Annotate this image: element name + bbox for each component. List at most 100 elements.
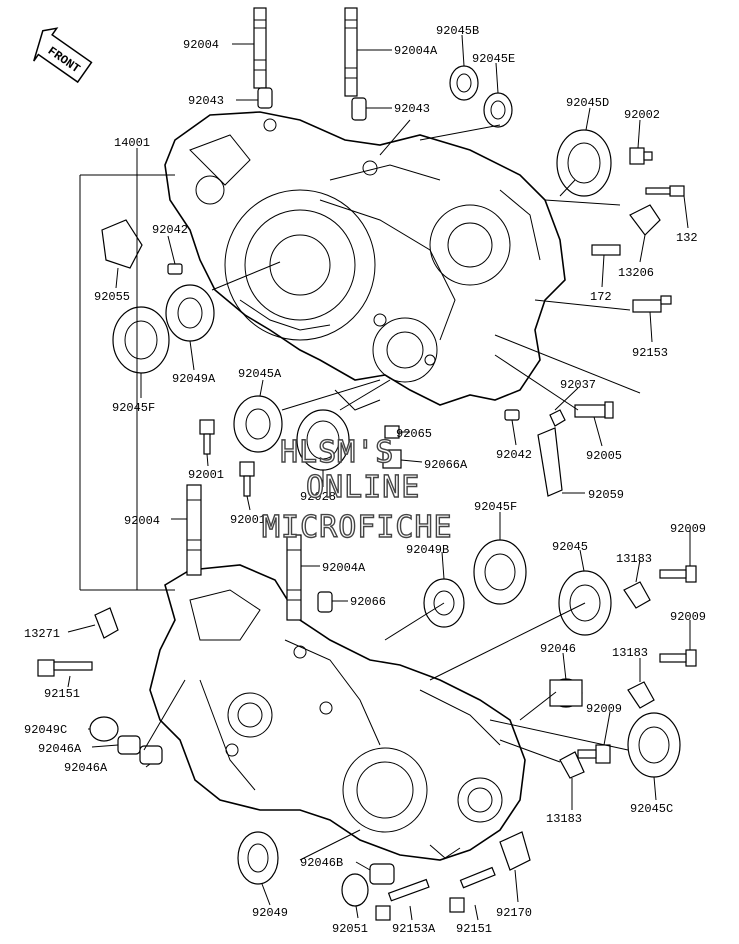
label-92066a: 92066A xyxy=(424,458,468,472)
label-92045e: 92045E xyxy=(472,52,515,66)
bracket-13206 xyxy=(629,204,661,236)
label-13206: 13206 xyxy=(618,266,654,280)
label-92046b: 92046B xyxy=(300,856,343,870)
label-92153a: 92153A xyxy=(392,922,436,936)
lower-crankcase-half xyxy=(149,564,526,861)
bolt-92009-c xyxy=(577,744,611,764)
label-92005: 92005 xyxy=(586,449,622,463)
dowel-92066 xyxy=(317,591,333,613)
label-14001: 14001 xyxy=(114,136,150,150)
bearing-92045c xyxy=(627,712,681,778)
clip-92037 xyxy=(549,409,566,427)
label-92153: 92153 xyxy=(632,346,668,360)
label-92001-a: 92001 xyxy=(188,468,224,482)
label-92049a: 92049A xyxy=(172,372,216,386)
stud-92004-top xyxy=(253,7,267,89)
label-92009-a: 92009 xyxy=(670,522,706,536)
watermark-line-1: HLSM'S xyxy=(280,435,394,470)
pin-92042-top xyxy=(167,263,183,275)
label-92059: 92059 xyxy=(588,488,624,502)
bearing-92045f-right xyxy=(473,539,527,605)
watermark: HLSM'S ONLINE MICROFICHE xyxy=(261,434,453,545)
fitting-92005 xyxy=(574,401,614,419)
label-92009-c: 92009 xyxy=(586,702,622,716)
upper-crankcase-half xyxy=(164,111,566,411)
label-92046: 92046 xyxy=(540,642,576,656)
label-92004-bottom: 92004 xyxy=(124,514,160,528)
stud-92004a-bottom xyxy=(286,534,302,621)
needle-bearing-92046a-2 xyxy=(139,745,163,765)
bracket-13183-a xyxy=(623,581,651,609)
label-92043-left: 92043 xyxy=(188,94,224,108)
label-92042-top: 92042 xyxy=(152,223,188,237)
watermark-line-2: ONLINE xyxy=(306,470,420,505)
front-arrow-badge: FRONT xyxy=(33,27,93,84)
bearing-92045f-left xyxy=(112,306,170,374)
label-92045b: 92045B xyxy=(436,24,479,38)
stud-92004a-top xyxy=(344,7,358,97)
label-92004-top: 92004 xyxy=(183,38,219,52)
leader-lines xyxy=(67,34,691,921)
needle-bearing-92046b xyxy=(369,863,395,885)
label-92049c: 92049C xyxy=(24,723,67,737)
collar-92028 xyxy=(296,409,350,471)
label-92065: 92065 xyxy=(396,427,432,441)
label-92045: 92045 xyxy=(552,540,588,554)
label-92151-left: 92151 xyxy=(44,687,80,701)
label-13271: 13271 xyxy=(24,627,60,641)
label-92170: 92170 xyxy=(496,906,532,920)
part-number-labels: 92004 92004A 92045B 92045E 92043 92043 1… xyxy=(24,24,706,936)
label-13183-c: 13183 xyxy=(546,812,582,826)
label-92055: 92055 xyxy=(94,290,130,304)
label-92045c: 92045C xyxy=(630,802,673,816)
label-92151-bottom: 92151 xyxy=(456,922,492,936)
bracket-13183-b xyxy=(627,681,655,709)
label-92028: 92028 xyxy=(300,490,336,504)
label-92049: 92049 xyxy=(252,906,288,920)
label-92037: 92037 xyxy=(560,378,596,392)
oring-92055 xyxy=(101,219,143,269)
bolt-92009-b xyxy=(659,649,697,667)
bolt-92151-bottom xyxy=(449,866,496,913)
bearing-92045d xyxy=(556,129,612,197)
clamp-92170 xyxy=(499,831,531,871)
label-92045a: 92045A xyxy=(238,367,282,381)
label-92004a-bottom: 92004A xyxy=(322,561,366,575)
plug-92066a xyxy=(382,449,402,469)
bolt-92009-a xyxy=(659,565,697,583)
seal-92051 xyxy=(341,873,369,907)
bearing-92045b xyxy=(449,65,479,101)
bolt-92002 xyxy=(629,147,653,165)
seal-92049 xyxy=(237,831,279,885)
bracket-13271 xyxy=(94,607,119,639)
dowel-92043-left xyxy=(257,87,273,109)
label-132: 132 xyxy=(676,231,698,245)
bolt-92153a xyxy=(375,878,430,921)
watermark-line-3: MICROFICHE xyxy=(262,510,453,545)
label-13183-b: 13183 xyxy=(612,646,648,660)
bolt-132 xyxy=(645,185,685,197)
seal-92049c xyxy=(89,716,119,742)
label-92046a-1: 92046A xyxy=(38,742,82,756)
bearing-92045a xyxy=(233,395,283,453)
seal-92049a xyxy=(165,284,215,342)
label-92066: 92066 xyxy=(350,595,386,609)
bolt-92151-left xyxy=(37,659,93,677)
label-92042-mid: 92042 xyxy=(496,448,532,462)
needle-bearing-92046a-1 xyxy=(117,735,141,755)
bracket-13183-c xyxy=(559,751,585,779)
label-92045d: 92045D xyxy=(566,96,609,110)
pin-92042-mid xyxy=(504,409,520,421)
needle-bearing-92046 xyxy=(549,678,583,708)
stud-92004-bottom xyxy=(186,484,202,576)
bolt-92001-b xyxy=(239,461,255,497)
label-92051: 92051 xyxy=(332,922,368,936)
label-92009-b: 92009 xyxy=(670,610,706,624)
label-92045f-right: 92045F xyxy=(474,500,517,514)
label-92002: 92002 xyxy=(624,108,660,122)
label-92001-b: 92001 xyxy=(230,513,266,527)
fitting-92153 xyxy=(632,295,672,313)
label-92046a-2: 92046A xyxy=(64,761,108,775)
label-92045f-left: 92045F xyxy=(112,401,155,415)
